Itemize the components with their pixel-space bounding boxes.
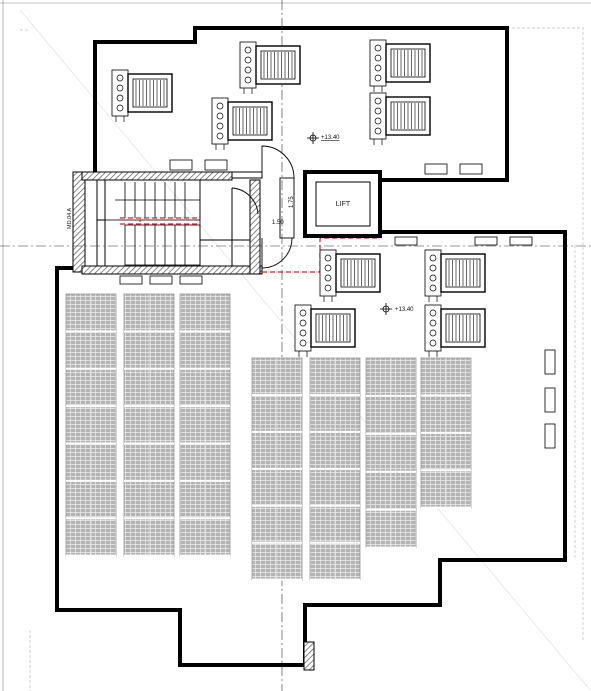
ac-unit xyxy=(111,69,173,122)
dim-small: 1.75 xyxy=(289,196,295,208)
ac-unit xyxy=(239,41,301,94)
stair-core xyxy=(72,171,263,275)
ac-unit xyxy=(294,304,356,357)
ac-unit xyxy=(369,92,431,145)
dim-stair: 1.50 xyxy=(272,220,284,226)
solar-panel-column xyxy=(251,357,303,581)
side-label: MD.04 A xyxy=(67,208,73,229)
stair-treads xyxy=(104,179,201,266)
solar-panel-array xyxy=(65,293,472,581)
landing-outline xyxy=(200,179,250,266)
door-swings xyxy=(231,145,295,269)
wall-units xyxy=(119,159,556,449)
solar-panel-column xyxy=(420,357,472,509)
upper-building-wall xyxy=(93,26,509,182)
level-marker-upper: +13.40 xyxy=(307,132,340,144)
level-lower-label: +13.40 xyxy=(395,307,414,313)
ac-unit xyxy=(369,39,431,92)
ac-unit xyxy=(424,304,486,357)
lift-label: LIFT xyxy=(336,201,351,208)
solar-panel-column xyxy=(365,357,417,549)
lift-shaft xyxy=(303,170,382,238)
ac-unit xyxy=(319,249,381,302)
level-marker-lower: +13.40 xyxy=(380,303,414,315)
solar-panel-column xyxy=(123,293,175,557)
lower-building-wall xyxy=(55,230,567,667)
roof-outline-light xyxy=(20,27,584,691)
bottom-column xyxy=(303,641,315,671)
ac-unit xyxy=(211,97,273,150)
stair-red-dash xyxy=(120,217,200,225)
solar-panel-column xyxy=(309,357,361,581)
solar-panel-column xyxy=(179,293,231,557)
ac-units xyxy=(111,39,486,357)
solar-panel-column xyxy=(65,293,117,557)
lift-car xyxy=(315,181,371,227)
ac-unit xyxy=(424,249,486,302)
level-upper-label: +13.40 xyxy=(321,135,340,141)
